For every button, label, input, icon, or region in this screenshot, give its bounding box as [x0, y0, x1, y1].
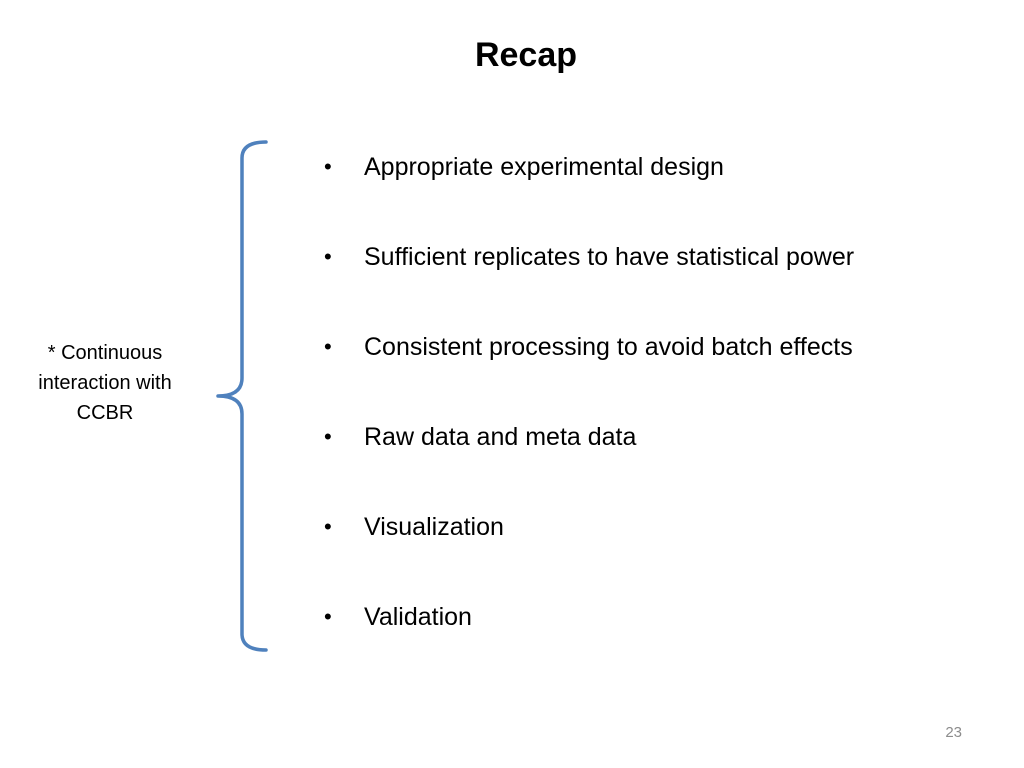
curly-brace-icon [216, 140, 268, 652]
bullet-text: Sufficient replicates to have statistica… [364, 243, 855, 271]
bullet-dot: • [324, 334, 332, 359]
side-note: * Continuous interaction with CCBR [38, 342, 172, 424]
brace-path [216, 140, 268, 652]
bullet-text: Validation [364, 603, 472, 631]
bullet-dot: • [324, 514, 332, 539]
bullet-text: Appropriate experimental design [364, 153, 724, 181]
bullet-text: Consistent processing to avoid batch eff… [364, 333, 853, 361]
bullet-text: Raw data and meta data [364, 423, 637, 451]
bullet-dot: • [324, 154, 332, 179]
bullet-dot: • [324, 604, 332, 629]
bullet-dot: • [324, 424, 332, 449]
bullet-text: Visualization [364, 513, 504, 541]
bullet-dot: • [324, 244, 332, 269]
page-number: 23 [945, 724, 962, 741]
slide-title: Recap [474, 36, 578, 74]
